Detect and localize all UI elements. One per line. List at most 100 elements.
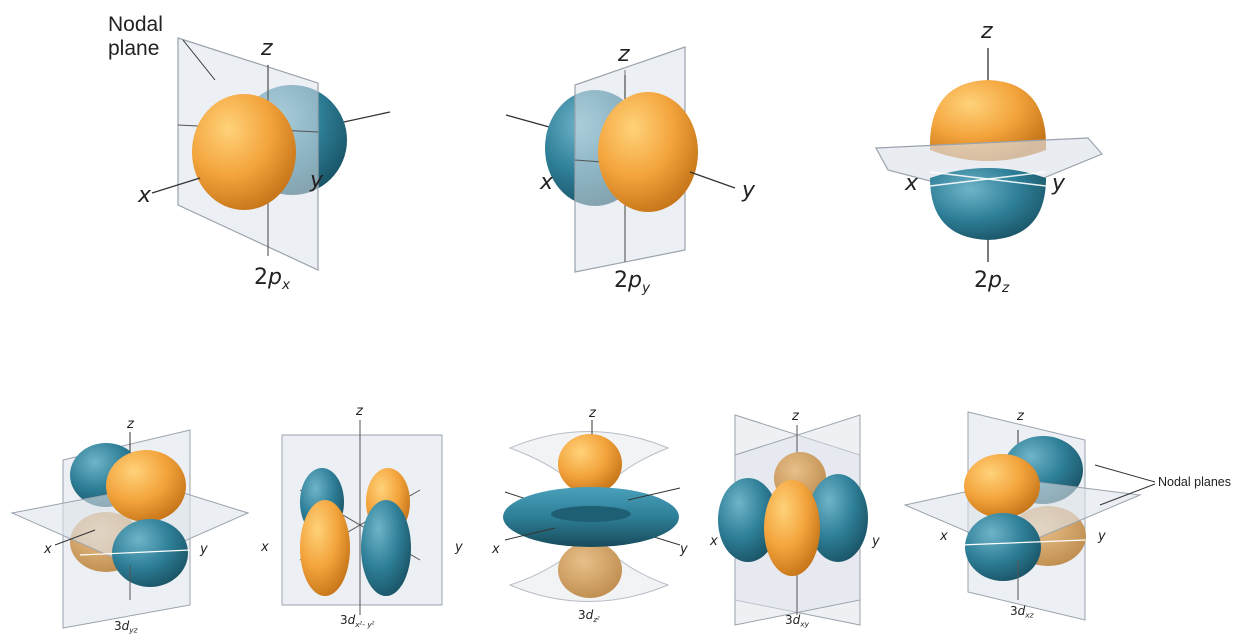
caption-letter: p bbox=[268, 265, 282, 290]
teal-lobe bbox=[808, 474, 868, 562]
teal-lobe bbox=[930, 168, 1046, 240]
caption-subscript-rest: - y bbox=[362, 619, 372, 629]
orange-lobe bbox=[558, 434, 622, 494]
caption-superscript: 2 bbox=[597, 615, 600, 621]
orbital-3dyz bbox=[10, 429, 250, 629]
x-axis bbox=[54, 529, 96, 546]
caption-letter: p bbox=[628, 268, 642, 293]
axis-label-x: x bbox=[261, 540, 269, 555]
orange-lobe bbox=[598, 92, 698, 212]
nodal-plane bbox=[875, 137, 1104, 199]
y-axis-inner bbox=[929, 171, 1047, 187]
caption-prefix: 2 bbox=[974, 268, 988, 293]
axis-label-y: y bbox=[1098, 529, 1106, 544]
caption-prefix: 2 bbox=[614, 268, 628, 293]
torus-hole bbox=[551, 506, 631, 522]
teal-lobe bbox=[112, 519, 188, 587]
caption-subscript-base: z bbox=[593, 614, 598, 624]
axis-label-y: y bbox=[1052, 171, 1066, 196]
axis-label-z: z bbox=[792, 409, 799, 424]
axis-label-y: y bbox=[680, 542, 688, 557]
teal-lobe bbox=[965, 513, 1041, 581]
caption-3dz2: 3dz2 bbox=[578, 609, 600, 623]
axis-label-y: y bbox=[310, 168, 324, 193]
caption-3dyz: 3dyz bbox=[114, 620, 138, 634]
caption-2py: 2py bbox=[614, 270, 650, 295]
x-axis-lower bbox=[504, 527, 556, 541]
caption-letter: d bbox=[585, 608, 594, 622]
orbital-3dz2 bbox=[503, 420, 681, 602]
caption-prefix: 3 bbox=[340, 613, 348, 627]
caption-letter: d bbox=[121, 619, 130, 633]
axis-label-y: y bbox=[872, 534, 880, 549]
orange-lobe bbox=[764, 480, 820, 576]
axis-label-y: y bbox=[455, 540, 463, 555]
caption-letter: d bbox=[347, 613, 356, 627]
caption-3dxy: 3dxy bbox=[785, 614, 809, 628]
axis-label-y: y bbox=[200, 542, 208, 557]
axis-label-z: z bbox=[356, 404, 363, 419]
caption-3dx2y2: 3dx2- y2 bbox=[340, 614, 374, 628]
nodal-plane-label-line1: Nodal bbox=[108, 13, 163, 36]
orange-lobe bbox=[964, 454, 1040, 518]
orange-lobe bbox=[192, 94, 296, 210]
axis-label-y: y bbox=[742, 178, 756, 203]
axis-label-z: z bbox=[261, 36, 273, 61]
axis-label-x: x bbox=[138, 183, 152, 208]
axis-label-z: z bbox=[981, 19, 993, 44]
caption-3dxz: 3dxz bbox=[1010, 605, 1034, 619]
caption-prefix: 3 bbox=[785, 613, 793, 627]
axis-label-x: x bbox=[710, 534, 718, 549]
orbital-2py bbox=[505, 46, 736, 273]
caption-subscript-base: x bbox=[355, 619, 360, 629]
caption-subscript: xy bbox=[800, 619, 810, 629]
caption-superscript: 2 bbox=[359, 620, 363, 626]
axis-label-z: z bbox=[589, 406, 596, 421]
axis-label-z: z bbox=[618, 42, 630, 67]
orbital-2pz bbox=[875, 48, 1104, 262]
caption-subscript: z bbox=[1001, 279, 1010, 296]
caption-letter: d bbox=[1017, 604, 1026, 618]
caption-prefix: 3 bbox=[114, 619, 122, 633]
nodal-planes-label: Nodal planes bbox=[1158, 475, 1231, 489]
teal-lobe bbox=[718, 478, 778, 562]
caption-prefix: 3 bbox=[1010, 604, 1018, 618]
orange-lobe bbox=[558, 542, 622, 598]
caption-letter: d bbox=[792, 613, 801, 627]
caption-subscript: y bbox=[641, 279, 651, 296]
caption-subscript: xz bbox=[1025, 610, 1034, 620]
orange-lobe bbox=[106, 450, 186, 522]
caption-subscript: yz bbox=[129, 625, 138, 635]
axis-label-x: x bbox=[44, 542, 52, 557]
caption-subscript: z2 bbox=[593, 615, 600, 624]
y-axis bbox=[689, 171, 736, 189]
nodal-plane-label: Nodal plane bbox=[108, 13, 163, 61]
nodal-plane-pointer bbox=[182, 39, 216, 81]
axis-label-x: x bbox=[540, 170, 554, 195]
nodal-planes-pointer-a bbox=[1094, 464, 1156, 483]
caption-letter: p bbox=[988, 268, 1002, 293]
caption-subscript: x bbox=[281, 276, 291, 293]
x-axis bbox=[959, 539, 1086, 546]
orbital-3dxy bbox=[718, 414, 868, 626]
axis-label-z: z bbox=[1017, 409, 1024, 424]
nodal-planes-pointer-b bbox=[1099, 483, 1156, 506]
caption-superscript-2: 2 bbox=[371, 620, 375, 626]
orbital-3dx2y2 bbox=[281, 420, 443, 615]
y-axis-upper bbox=[627, 487, 681, 501]
caption-prefix: 3 bbox=[578, 608, 586, 622]
orbital-2px bbox=[151, 37, 391, 271]
axis-label-x: x bbox=[905, 171, 919, 196]
teal-lobe bbox=[361, 500, 411, 596]
y-axis bbox=[79, 549, 191, 556]
x-axis bbox=[151, 177, 201, 194]
caption-prefix: 2 bbox=[254, 265, 268, 290]
orbital-3dxz bbox=[903, 411, 1156, 621]
axis-label-z: z bbox=[127, 417, 134, 432]
caption-subscript: x2- y2 bbox=[355, 620, 374, 629]
axis-label-x: x bbox=[940, 529, 948, 544]
caption-2pz: 2pz bbox=[974, 270, 1009, 295]
caption-2px: 2px bbox=[254, 267, 290, 292]
